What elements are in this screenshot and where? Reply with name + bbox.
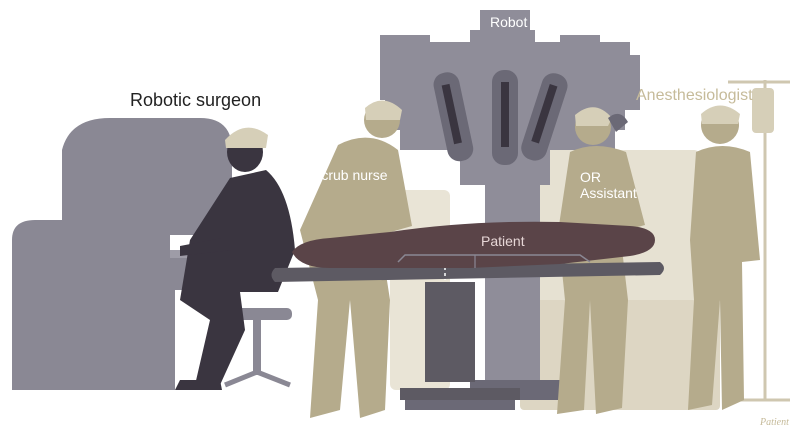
label-anesthesiologist: Anesthesiologist bbox=[636, 87, 753, 105]
robot-arm-center bbox=[492, 70, 518, 165]
label-or-assistant-line1: OR bbox=[580, 169, 601, 185]
label-or-assistant-line2: Assistant bbox=[580, 185, 637, 201]
robot-column bbox=[485, 185, 540, 385]
label-patient: Patient bbox=[481, 233, 525, 249]
label-robot: Robot bbox=[490, 14, 527, 30]
signature: Patient bbox=[759, 417, 789, 428]
label-scrub-nurse: Scrub nurse bbox=[312, 167, 387, 183]
label-robotic-surgeon: Robotic surgeon bbox=[130, 90, 261, 111]
anesthesiologist bbox=[688, 106, 760, 411]
